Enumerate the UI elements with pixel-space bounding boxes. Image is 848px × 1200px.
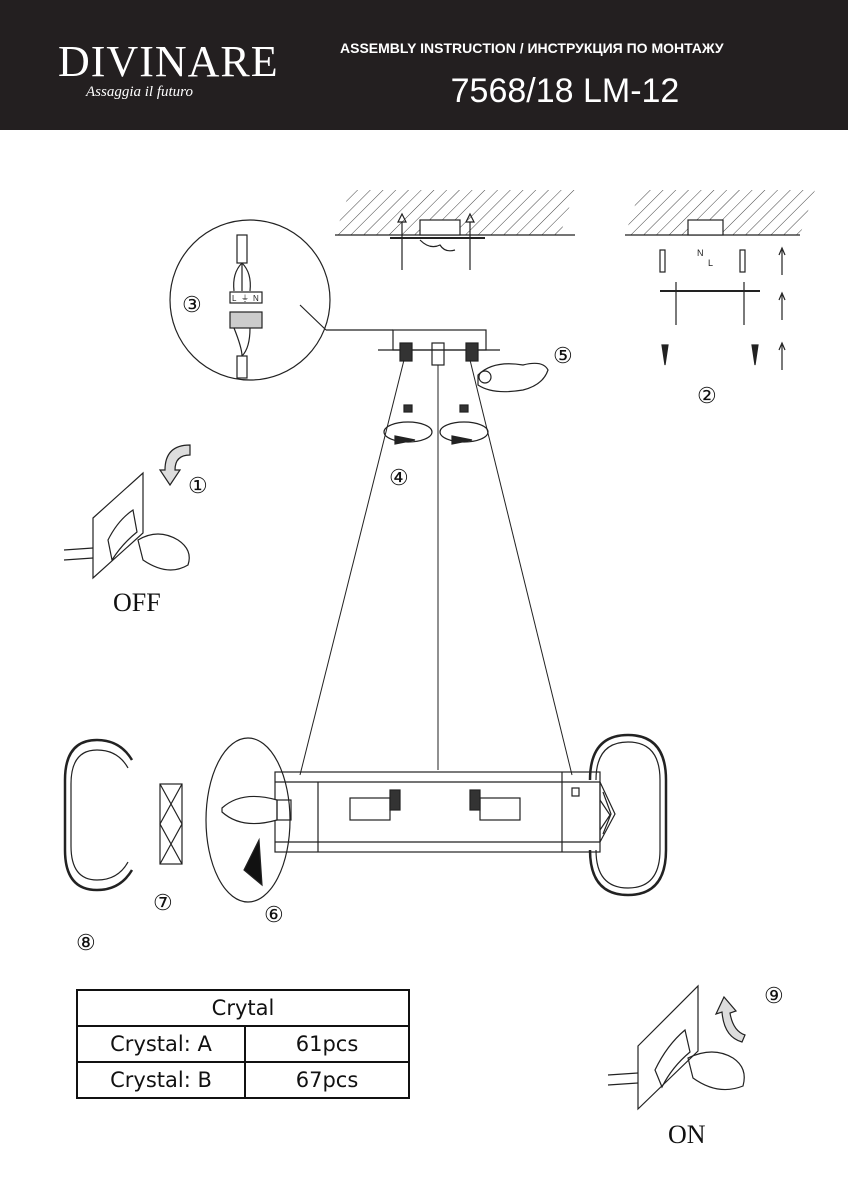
fixture-body [274,771,616,853]
wiring-detail-circle [169,219,331,381]
step-8-label: ⑧ [76,930,96,955]
step-1-label: ① [188,473,208,498]
crystal-table: Crytal Crystal: A 61pcs Crystal: B 67pcs [76,989,410,1099]
crystal-qty: 67pcs [244,1061,410,1099]
step-7-label: ⑦ [153,890,173,915]
table-row: Crystal: A 61pcs [76,1025,410,1063]
header-band: DIVINARE Assaggia il futuro ASSEMBLY INS… [0,0,848,130]
switch-off-label: OFF [113,588,161,617]
step-3-label: ③ [182,292,202,317]
bulb-detail [205,737,292,903]
assembly-diagram: N L L ⏚ N [63,190,815,1111]
step-5-label: ⑤ [553,343,573,368]
brand-tagline: Assaggia il futuro [86,84,193,100]
decor-ring-right [588,733,668,897]
terminal-label-n: N [253,294,259,303]
step-4-label: ④ [389,465,409,490]
wire-label-l: L [708,258,713,268]
crystal-name: Crystal: A [76,1025,246,1063]
rotation-arrows [383,404,489,445]
document-title: ASSEMBLY INSTRUCTION / ИНСТРУКЦИЯ ПО МОН… [340,40,724,56]
crystal-piece [159,783,183,865]
brand-logo: DIVINARE [58,37,279,86]
crystal-name: Crystal: B [76,1061,246,1099]
ceiling-main [335,190,575,270]
model-number: 7568/18 LM-12 [450,72,680,110]
switch-on-diagram [607,984,746,1111]
crystal-qty: 61pcs [244,1025,410,1063]
switch-off-diagram [63,444,191,580]
wire-label-n: N [697,248,704,258]
suspension-cables [299,359,573,776]
step-6-label: ⑥ [264,902,284,927]
crystal-table-title: Crytal [76,989,410,1027]
canopy [299,304,500,366]
decor-ring-left [63,738,134,892]
table-row: Crystal: B 67pcs [76,1061,410,1099]
terminal-label-l: L [232,294,237,303]
switch-on-label: ON [668,1120,706,1149]
step-2-label: ② [697,383,717,408]
ceiling-anchor-diagram [625,190,815,370]
terminal-label-earth: ⏚ [241,294,249,303]
step-9-label: ⑨ [764,983,784,1008]
hand-icon [477,362,549,393]
